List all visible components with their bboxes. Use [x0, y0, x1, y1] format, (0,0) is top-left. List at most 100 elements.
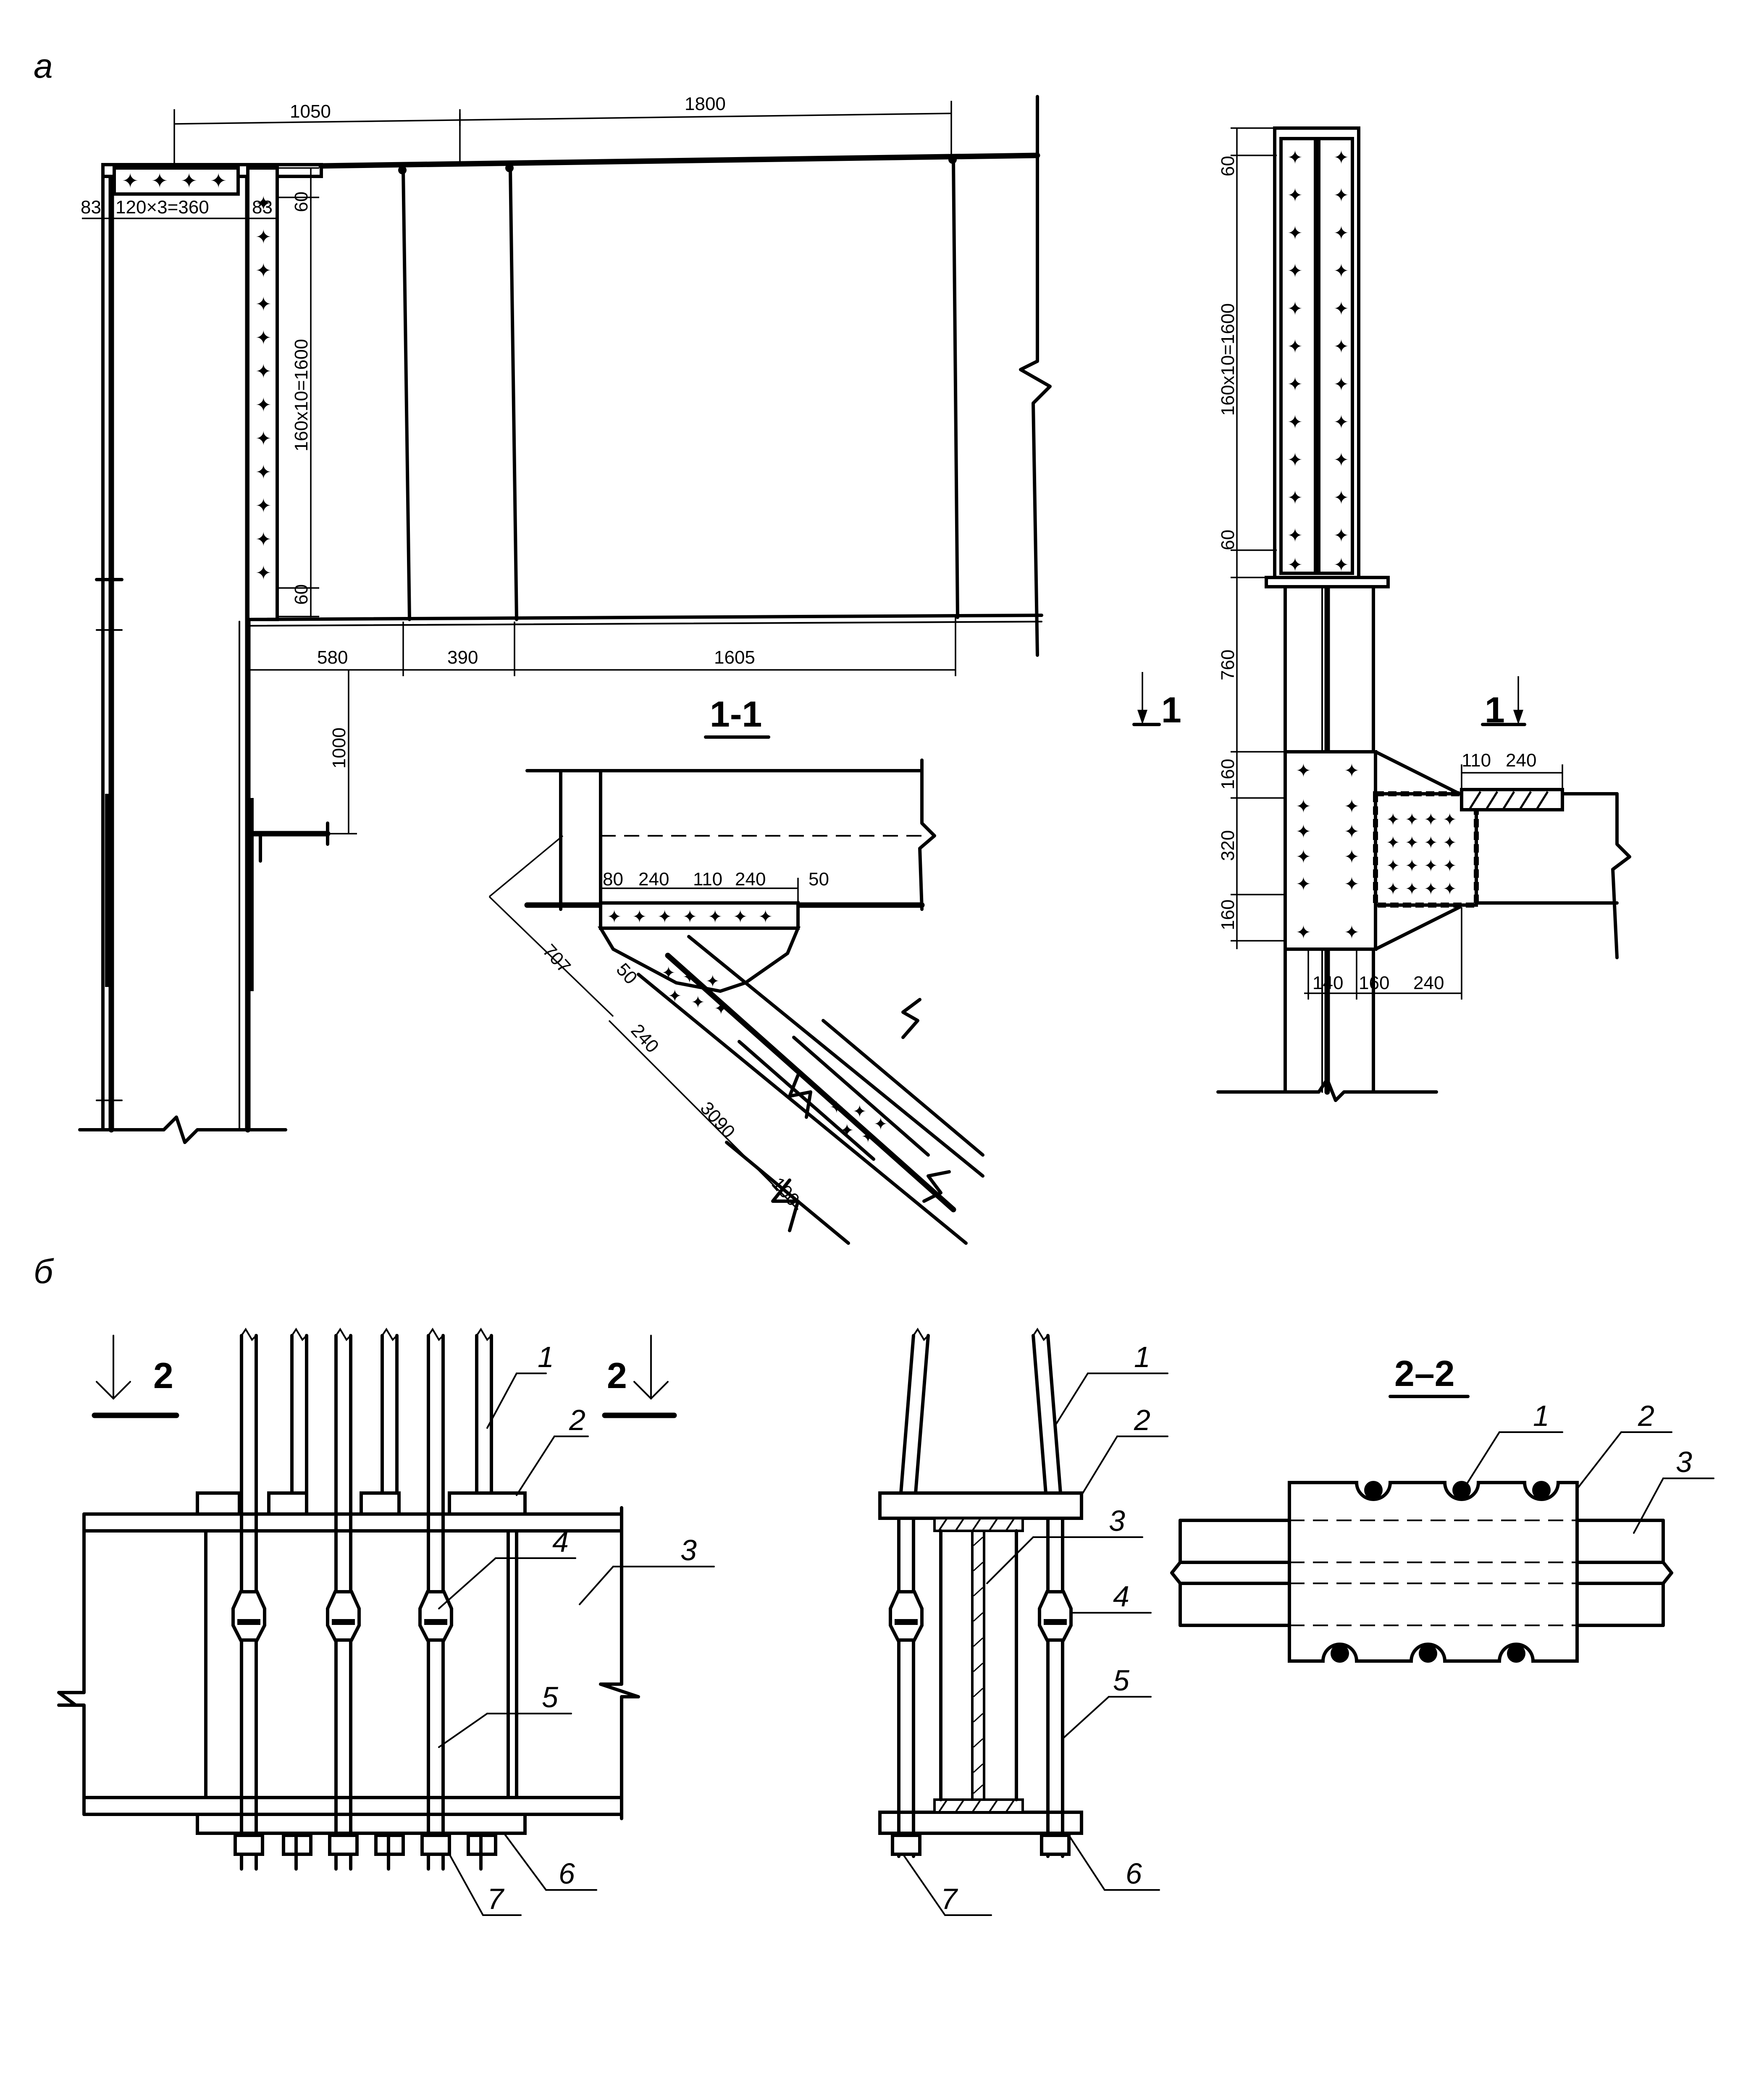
dim-r-160b: 160 [1218, 900, 1238, 930]
svg-text:✦: ✦ [1296, 874, 1311, 895]
panel-a-dimensions: 1050 1800 83 120×3=360 83 60 160x10=1600… [81, 94, 956, 835]
top-flange-bolts: ✦ ✦ ✦ ✦ [122, 170, 227, 192]
svg-text:✦: ✦ [1344, 847, 1360, 867]
svg-text:✦: ✦ [181, 170, 197, 192]
svg-text:✦: ✦ [1405, 880, 1419, 898]
svg-text:✦: ✦ [1443, 880, 1457, 898]
dim-60-top: 60 [291, 192, 312, 212]
svg-text:✦: ✦ [1334, 185, 1349, 206]
svg-text:✦: ✦ [1334, 450, 1349, 470]
svg-text:✦: ✦ [1386, 857, 1400, 875]
dim-s1-240a: 240 [638, 869, 669, 890]
dim-390: 390 [447, 647, 478, 668]
svg-text:✦: ✦ [607, 907, 622, 926]
svg-text:✦: ✦ [255, 293, 272, 315]
svg-text:✦: ✦ [1296, 796, 1311, 817]
dim-1000: 1000 [329, 727, 349, 769]
dim-1600: 160x10=1600 [291, 339, 312, 451]
svg-text:✦: ✦ [1334, 223, 1349, 244]
part-2-front: 2 [569, 1404, 585, 1436]
part-4-side: 4 [1113, 1580, 1129, 1613]
svg-text:✦: ✦ [255, 528, 272, 550]
section-mark-1-left: 1 [1161, 690, 1181, 730]
dim-bolt-row: 120×3=360 [116, 197, 209, 218]
svg-text:✦: ✦ [1344, 874, 1360, 895]
svg-text:✦: ✦ [1386, 880, 1400, 898]
section-1-1-title: 1-1 [710, 694, 762, 735]
svg-text:✦: ✦ [255, 192, 272, 214]
part-4-front: 4 [552, 1525, 569, 1558]
dim-s1-3090: 3090 [696, 1098, 739, 1142]
dim-s1-240c: 240 [627, 1020, 663, 1057]
svg-text:✦: ✦ [1344, 821, 1360, 842]
dim-83-left: 83 [81, 197, 101, 218]
svg-text:✦: ✦ [1424, 834, 1438, 852]
panel-label-a: а [34, 47, 53, 85]
part-3-front: 3 [680, 1534, 697, 1567]
svg-text:✦: ✦ [668, 987, 682, 1005]
dim-s1-110: 110 [693, 869, 722, 890]
svg-text:✦: ✦ [1386, 834, 1400, 852]
svg-text:✦: ✦ [1287, 261, 1303, 281]
svg-text:✦: ✦ [861, 1128, 875, 1146]
svg-text:✦: ✦ [1443, 834, 1457, 852]
svg-text:✦: ✦ [1405, 857, 1419, 875]
dim-r-160a: 160 [1218, 759, 1238, 790]
svg-text:✦: ✦ [255, 495, 272, 517]
svg-text:✦: ✦ [1287, 185, 1303, 206]
dim-r-1600: 160x10=1600 [1218, 303, 1238, 416]
strengthening-side-view: 1 2 3 4 5 6 7 [878, 1328, 1168, 1916]
svg-text:✦: ✦ [1443, 811, 1457, 829]
part-1-side: 1 [1134, 1341, 1150, 1373]
part-3-section: 3 [1676, 1446, 1692, 1478]
svg-text:✦: ✦ [1334, 555, 1349, 575]
section-1-1-detail: 1-1 ✦✦✦ ✦✦✦ ✦ [488, 694, 984, 1245]
svg-text:✦: ✦ [151, 170, 168, 192]
dim-1050: 1050 [290, 101, 331, 122]
svg-text:✦: ✦ [255, 327, 272, 349]
svg-text:✦: ✦ [714, 1000, 728, 1018]
part-5-front: 5 [542, 1681, 559, 1714]
svg-text:✦: ✦ [255, 394, 272, 416]
svg-text:✦: ✦ [662, 964, 676, 982]
svg-text:✦: ✦ [733, 907, 748, 926]
svg-text:✦: ✦ [1334, 412, 1349, 433]
svg-text:✦: ✦ [1424, 811, 1438, 829]
svg-text:✦: ✦ [1386, 811, 1400, 829]
svg-text:✦: ✦ [1334, 147, 1349, 168]
section-2-2-plan: 2–2 1 2 3 [1170, 1354, 1714, 1663]
svg-text:✦: ✦ [1443, 857, 1457, 875]
svg-text:✦: ✦ [1334, 299, 1349, 319]
svg-text:✦: ✦ [874, 1115, 888, 1134]
part-6-front: 6 [559, 1857, 575, 1890]
dim-r-140: 140 [1312, 973, 1343, 993]
svg-text:✦: ✦ [1287, 223, 1303, 244]
column-elevation: ✦ ✦ ✦ ✦ ✦✦✦ ✦✦✦ ✦✦✦ ✦✦✦ [78, 95, 1052, 1144]
svg-text:✦: ✦ [255, 461, 272, 483]
dim-83-right: 83 [252, 197, 273, 218]
svg-text:✦: ✦ [1287, 488, 1303, 508]
svg-text:✦: ✦ [840, 1121, 854, 1140]
svg-text:✦: ✦ [1296, 922, 1311, 943]
part-2-side: 2 [1134, 1404, 1150, 1436]
svg-text:✦: ✦ [1287, 412, 1303, 433]
svg-text:✦: ✦ [1344, 922, 1360, 943]
part-5-side: 5 [1113, 1664, 1130, 1697]
turnbuckles [231, 1590, 453, 1642]
svg-text:✦: ✦ [255, 226, 272, 248]
svg-text:✦: ✦ [1296, 761, 1311, 781]
dim-r-320: 320 [1218, 830, 1238, 861]
svg-text:✦: ✦ [1287, 525, 1303, 546]
part-3-side: 3 [1109, 1504, 1125, 1537]
svg-text:✦: ✦ [1334, 336, 1349, 357]
svg-text:✦: ✦ [1287, 450, 1303, 470]
svg-text:✦: ✦ [122, 170, 139, 192]
svg-text:✦: ✦ [657, 907, 672, 926]
section-mark-2-left: 2 [153, 1356, 173, 1396]
dim-r-240b: 240 [1413, 973, 1444, 993]
svg-text:✦: ✦ [1344, 796, 1360, 817]
svg-text:✦: ✦ [255, 562, 272, 584]
dim-580: 580 [317, 647, 348, 668]
section-2-2-title: 2–2 [1394, 1354, 1455, 1394]
